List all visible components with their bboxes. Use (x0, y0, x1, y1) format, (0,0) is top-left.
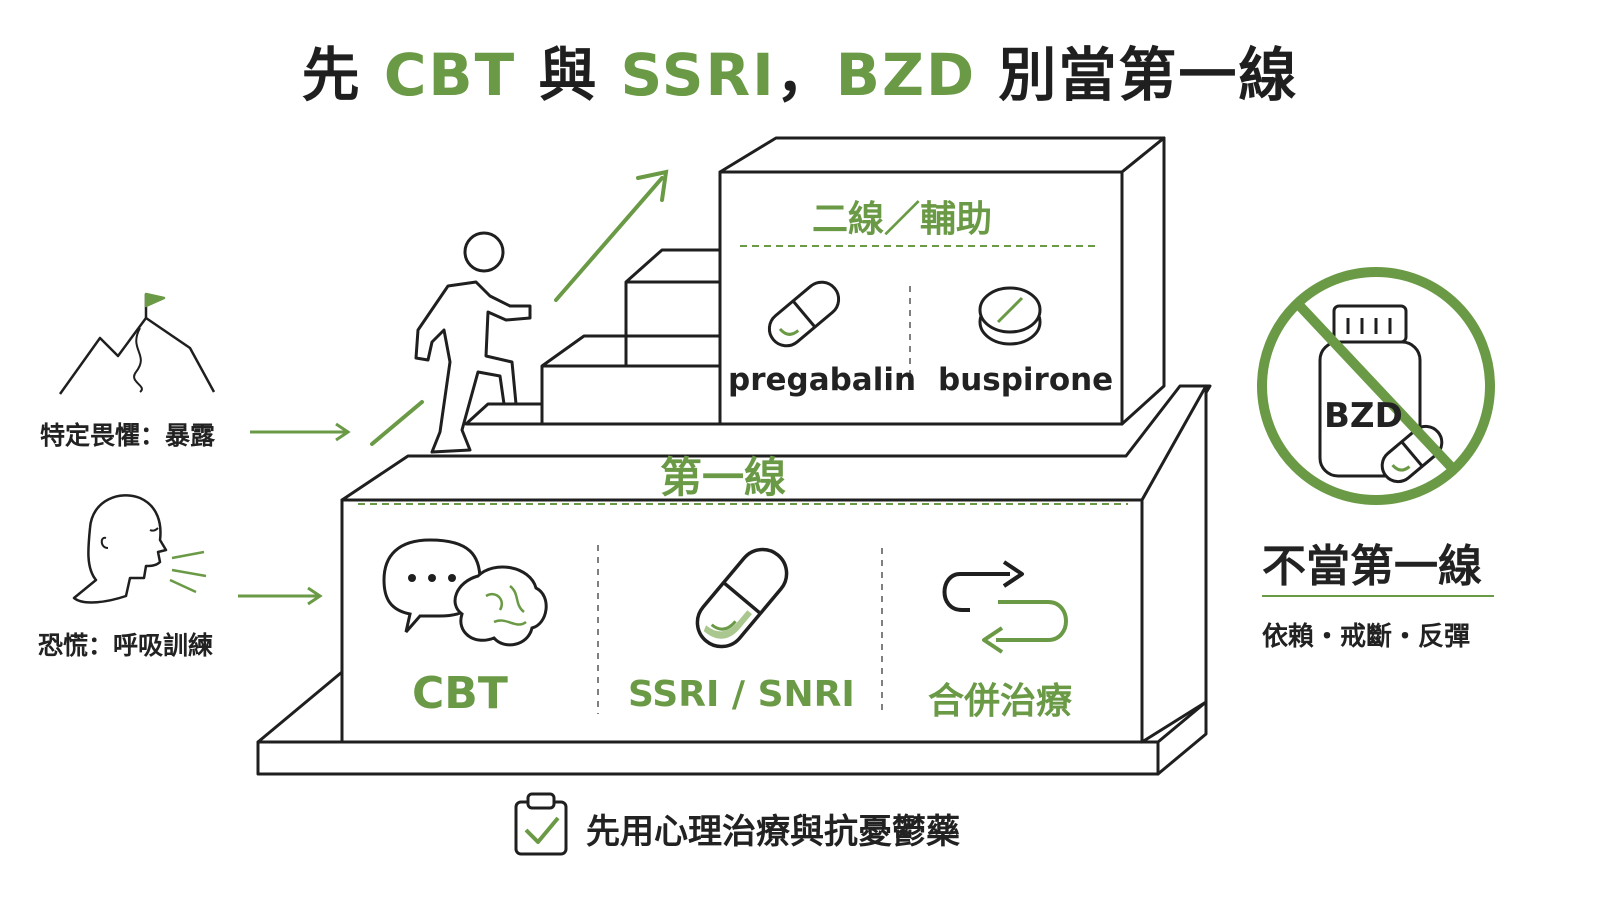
stairs (464, 172, 722, 426)
ssri-capsule-icon (695, 547, 789, 649)
bzd-heading: 不當第一線 (1262, 541, 1482, 592)
pregabalin-label: pregabalin (728, 362, 917, 398)
footer-text: 先用心理治療與抗憂鬱藥 (586, 812, 960, 852)
page-title: 先 CBT 與 SSRI，BZD 別當第一線 (0, 28, 1600, 112)
second-line-heading: 二線／輔助 (812, 199, 993, 240)
breathing-head-icon (72, 494, 207, 604)
panic-breathing-label: 恐慌：呼吸訓練 (38, 631, 214, 660)
title-part2: 與 (516, 41, 621, 109)
second-line-block (718, 136, 1166, 426)
growth-arrow (370, 169, 669, 446)
person-icon (414, 231, 532, 454)
ssri-snri-label: SSRI / SNRI (628, 674, 855, 715)
cbt-label: CBT (412, 668, 508, 719)
first-line-heading: 第一線 (660, 453, 787, 502)
buspirone-tablet-icon (978, 286, 1042, 346)
mountain-flag-icon (58, 292, 216, 395)
combined-therapy-label: 合併治療 (928, 681, 1073, 722)
left-arrows (238, 422, 351, 606)
title-ssri: SSRI (620, 41, 776, 109)
buspirone-label: buspirone (938, 362, 1114, 398)
clipboard-check-icon (514, 792, 568, 856)
title-part3: ， (775, 41, 836, 109)
pregabalin-capsule-icon (767, 280, 841, 348)
cbt-speech-brain-icon (382, 538, 548, 647)
bzd-bottle-label: BZD (1324, 396, 1403, 436)
title-cbt: CBT (383, 41, 517, 109)
combined-therapy-cycle-icon (942, 560, 1068, 654)
title-part1: 先 (301, 41, 384, 109)
phobia-exposure-label: 特定畏懼：暴露 (40, 421, 216, 450)
title-bzd: BZD (835, 41, 977, 109)
title-part4: 別當第一線 (976, 41, 1299, 109)
base-slab (256, 670, 1208, 776)
bzd-prohibited-icon (1257, 267, 1495, 505)
bzd-subtitle: 依賴・戒斷・反彈 (1262, 622, 1471, 652)
